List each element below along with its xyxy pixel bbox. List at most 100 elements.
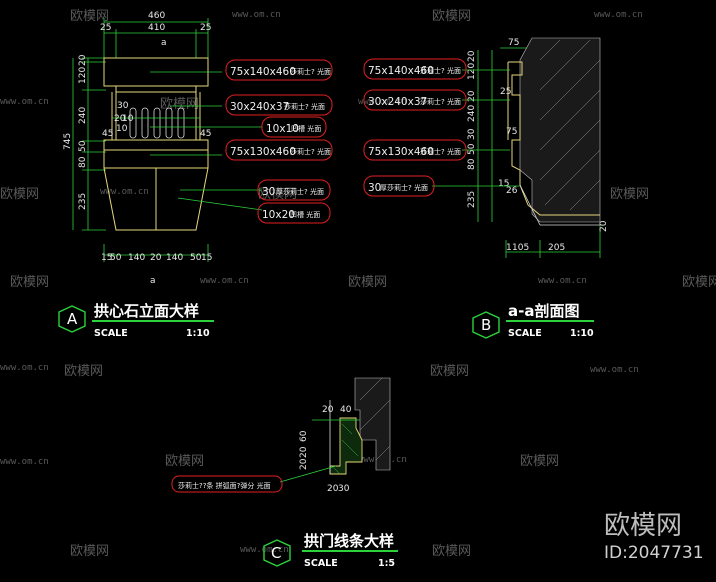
watermark-url: www.om.cn	[0, 457, 49, 467]
drawing-a-keystone-elevation: 460 25 410 25 a 745 20 120 240 50 80 235	[58, 11, 333, 339]
drawing-c-arch-molding: 20 40 20 20 60 20 30 莎莉士??条 拼弧面?弹分 光面 C …	[171, 377, 398, 569]
dim-text: 20	[327, 484, 339, 494]
dim-text: 26	[506, 186, 518, 196]
watermark-url: www.om.cn	[594, 10, 643, 20]
watermark-brand: 欧模网	[70, 544, 109, 559]
dim-text: 240	[467, 105, 477, 122]
dim-text: 10	[122, 114, 134, 124]
dim-text: 20	[299, 446, 309, 458]
watermark-brand: 欧模网	[0, 187, 39, 202]
callout-material: 莎莉士? 光面	[420, 66, 461, 75]
watermark-url: www.om.cn	[0, 363, 49, 373]
callout-text: 30x240x37	[368, 96, 427, 108]
callout-text: 30	[368, 182, 381, 194]
dim-text: 25	[500, 87, 511, 97]
dim-text: 235	[78, 193, 88, 210]
dim-text: 745	[63, 133, 73, 150]
callout-text: 75x140x460	[368, 65, 434, 77]
watermark-brand: 欧模网	[432, 544, 471, 559]
dim-text: 120	[78, 67, 88, 84]
callout-material: 厚莎莉士? 光面	[380, 183, 428, 192]
dim-text: 30	[467, 128, 477, 140]
callout-material: 莎莉士? 光面	[290, 147, 331, 156]
dim-text: 15	[498, 179, 509, 189]
scale-value: 1:10	[570, 328, 594, 339]
detail-title: 拱心石立面大样	[94, 302, 199, 320]
dim-text: 10	[116, 124, 128, 134]
watermark-url: www.om.cn	[100, 187, 149, 197]
detail-marker-letter: A	[67, 310, 78, 328]
dim-text: 20	[114, 114, 126, 124]
watermark-url: www.om.cn	[358, 97, 407, 107]
detail-marker-letter: C	[271, 544, 281, 562]
dim-text: 20	[467, 50, 477, 62]
dim-text: 120	[467, 63, 477, 80]
watermark-brand: 欧模网	[165, 454, 204, 469]
callout-text: 莎莉士??条 拼弧面?弹分 光面	[178, 481, 271, 490]
callout-text: 10x20	[262, 209, 295, 221]
dim-text: 50	[467, 143, 477, 155]
dim-text: 1	[506, 243, 512, 253]
detail-title: 拱门线条大样	[304, 532, 394, 550]
dim-text: 50	[190, 253, 202, 263]
dim-text: 460	[148, 11, 165, 21]
dim-text: 25	[200, 23, 211, 33]
scale-value: 1:5	[378, 558, 395, 569]
dim-text: 240	[78, 107, 88, 124]
dim-text: 20	[299, 458, 309, 470]
watermark-brand: 欧模网	[348, 275, 387, 290]
watermark-brand: 欧模网	[430, 364, 469, 379]
drawing-b-section: 75 20 120 20 240 30 50 80 235 25 75 15 2…	[363, 37, 609, 339]
detail-marker-letter: B	[481, 316, 491, 334]
dim-text: 80	[467, 158, 477, 170]
scale-value: 1:10	[186, 328, 210, 339]
callout-material: 莎莉士? 光面	[420, 147, 461, 156]
detail-marker-hexagon	[58, 305, 86, 333]
watermark-brand: 欧模网	[432, 9, 471, 24]
callout-material: 莎莉士? 光面	[284, 102, 325, 111]
dim-text: 75	[506, 127, 517, 137]
detail-marker-hexagon	[472, 311, 500, 339]
watermark-url: www.om.cn	[0, 97, 49, 107]
watermark-brand: 欧模网	[64, 364, 103, 379]
callout-text: 75x140x460	[230, 66, 296, 78]
dim-text: 60	[299, 430, 309, 442]
dim-text: 20	[599, 220, 609, 232]
watermark-layer: 欧模网 www.om.cn 欧模网 www.om.cn www.om.cn 欧模…	[0, 9, 716, 563]
callout-material: 厚莎莉士? 光面	[276, 187, 324, 196]
dim-text: 20	[150, 253, 162, 263]
dim-text: 235	[467, 191, 477, 208]
dim-text: 45	[200, 129, 211, 139]
dim-text: 30	[338, 484, 350, 494]
callout-material: 莎莉士? 光面	[420, 97, 461, 106]
callout-text: 75x130x460	[230, 146, 296, 158]
watermark-brand: 欧模网	[682, 275, 716, 290]
watermark-brand: 欧模网	[610, 187, 649, 202]
callout-text: 30x240x37	[230, 101, 289, 113]
scale-label: SCALE	[94, 328, 128, 339]
dim-text: 25	[100, 23, 111, 33]
dim-text: 45	[102, 129, 113, 139]
image-id-label: ID:2047731	[604, 543, 704, 563]
dim-text: 40	[340, 405, 352, 415]
dim-text: 410	[148, 23, 165, 33]
dim-text: 105	[512, 243, 529, 253]
dim-text: 15	[101, 253, 112, 263]
dim-text: 75	[508, 38, 519, 48]
dim-text: 20	[322, 405, 334, 415]
dim-text: 20	[467, 90, 477, 102]
dim-text: 50	[110, 253, 122, 263]
watermark-url: www.om.cn	[590, 365, 639, 375]
watermark-url: www.om.cn	[538, 276, 587, 286]
watermark-big-brand: 欧模网	[604, 511, 682, 541]
scale-label: SCALE	[304, 558, 338, 569]
callout-text: 75x130x460	[368, 146, 434, 158]
watermark-brand: 欧模网	[520, 454, 559, 469]
callout-text: 30	[262, 186, 275, 198]
dim-text: 140	[166, 253, 183, 263]
dim-text: 15	[201, 253, 212, 263]
callout-text: 10x10	[266, 123, 299, 135]
dim-text: 20	[78, 54, 88, 66]
